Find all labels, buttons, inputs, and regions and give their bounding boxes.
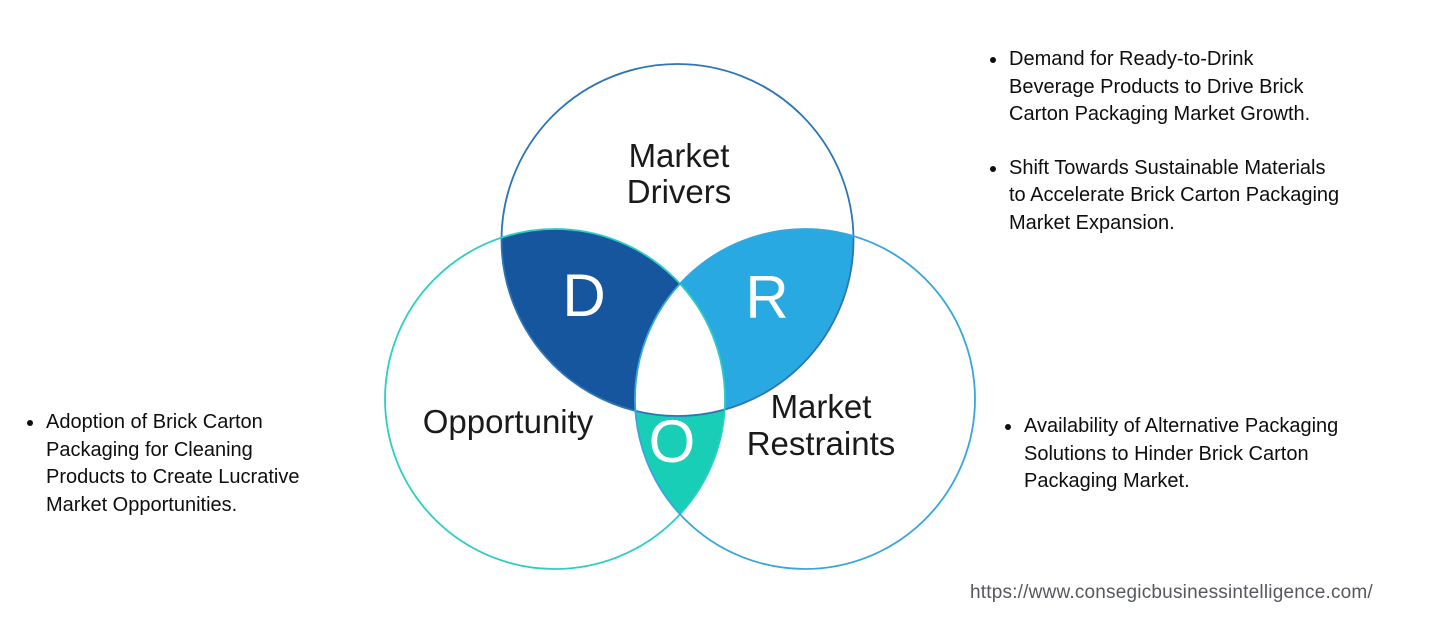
note-line: to Accelerate Brick Carton Packaging <box>1009 184 1340 206</box>
list-item: Availability of Alternative Packaging So… <box>1005 413 1415 496</box>
list-item: Adoption of Brick Carton Packaging for C… <box>27 409 367 519</box>
overlap-letter-d: D <box>562 262 605 329</box>
note-line: Products to Create Lucrative <box>46 466 300 488</box>
drivers-circle-outline <box>500 63 855 417</box>
note-line: Solutions to Hinder Brick Carton <box>1024 442 1309 465</box>
bullet-icon <box>1005 424 1011 430</box>
opportunity-notes: Adoption of Brick Carton Packaging for C… <box>27 409 367 519</box>
note-line: Demand for Ready-to-Drink <box>1009 48 1254 70</box>
source-url: https://www.consegicbusinessintelligence… <box>970 582 1373 603</box>
note-line: Carton Packaging Market Growth. <box>1009 103 1311 125</box>
list-item: Shift Towards Sustainable Materials to A… <box>990 155 1435 238</box>
note-line: Beverage Products to Drive Brick <box>1009 75 1304 98</box>
bullet-icon <box>990 57 996 63</box>
overlap-letter-r: R <box>745 264 788 331</box>
bullet-icon <box>27 420 33 426</box>
drivers-label-line1: Market <box>629 137 730 174</box>
restraints-circle-outline <box>634 228 976 570</box>
drivers-label-line2: Drivers <box>627 173 732 210</box>
note-line: Availability of Alternative Packaging <box>1024 415 1339 437</box>
note-line: Packaging for Cleaning <box>46 438 253 461</box>
note-line: Packaging Market. <box>1024 470 1190 492</box>
overlap-letter-o: O <box>649 408 696 475</box>
list-item: Demand for Ready-to-Drink Beverage Produ… <box>990 46 1435 129</box>
restraints-label-line2: Restraints <box>747 425 896 462</box>
bullet-icon <box>990 165 996 172</box>
restraints-notes: Availability of Alternative Packaging So… <box>1005 413 1415 496</box>
drivers-notes: Demand for Ready-to-Drink Beverage Produ… <box>990 46 1435 237</box>
note-line: Adoption of Brick Carton <box>46 411 263 433</box>
restraints-label-line1: Market <box>771 388 872 425</box>
opportunity-label: Opportunity <box>423 403 594 440</box>
note-line: Shift Towards Sustainable Materials <box>1009 156 1326 179</box>
note-line: Market Opportunities. <box>46 493 238 516</box>
opportunity-circle-outline <box>384 228 726 570</box>
note-line: Market Expansion. <box>1009 211 1175 234</box>
